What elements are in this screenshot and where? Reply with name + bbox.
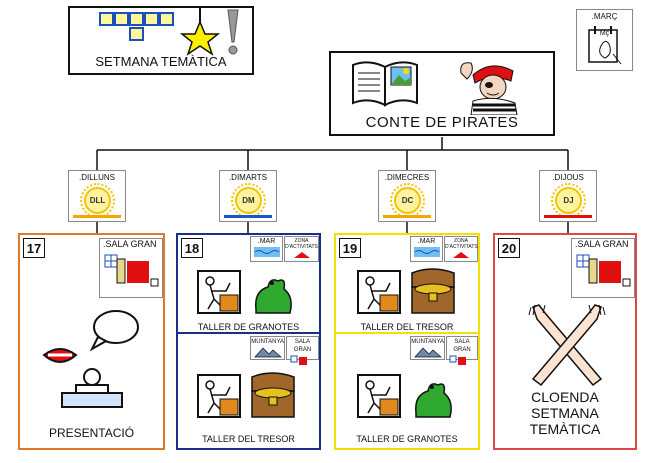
workshop-treasure-icon: [197, 372, 295, 418]
day-label: .DILLUNS: [78, 173, 115, 182]
sea-icon: [253, 247, 280, 257]
activity-label: TALLER DE GRANOTES: [356, 434, 458, 444]
zone-tag-label: ZONA D'ACTIVITATS: [445, 238, 478, 250]
day-abbr: DLL: [89, 196, 106, 205]
activity-label: PRESENTACIÓ: [48, 426, 135, 440]
month-abbr: Mç: [599, 30, 610, 37]
zone-tag: ZONA D'ACTIVITATS: [284, 236, 319, 262]
day-number: 20: [498, 238, 520, 258]
location-tag: .MAR: [250, 236, 283, 262]
crossed-arms-icon: [528, 304, 606, 387]
workshop-frog-icon: [357, 374, 452, 418]
workshop-treasure-icon: [357, 268, 455, 314]
book-icon: [352, 61, 418, 107]
room-icon: [290, 355, 307, 365]
story-box: CONTE DE PIRATES: [329, 51, 555, 136]
mountain-icon: [253, 347, 282, 358]
mountain-icon: [413, 347, 442, 358]
day-number: 19: [339, 238, 361, 258]
title-text: SETMANA TEMÀTICA: [95, 54, 227, 69]
sea-icon: [413, 247, 440, 257]
sun-icon: DLL: [80, 183, 115, 218]
day-card-dijous: .DIJOUS DJ: [539, 170, 597, 222]
day-label: .DIMARTS: [228, 173, 268, 182]
sun-icon: DM: [231, 183, 266, 218]
room-tag-label: .SALA GRAN: [575, 239, 629, 249]
room-tag: SALA GRAN: [286, 336, 319, 365]
zone-icon: [293, 252, 310, 258]
activity-label: TALLER DEL TRESOR: [360, 322, 454, 332]
zone-tag: ZONA D'ACTIVITATS: [444, 236, 478, 262]
day-column-17: 17 .SALA GRAN PRESENTACIÓ: [18, 233, 165, 450]
location-tag-label: MUNTANYA: [251, 339, 284, 345]
room-tag-label: .SALA GRAN: [103, 239, 157, 249]
closing-line: CLOENDA: [531, 389, 599, 405]
sun-icon: DJ: [551, 183, 586, 218]
room-tag: SALA GRAN: [446, 336, 478, 365]
month-card: .MARÇ Mç: [576, 9, 633, 71]
day-color-bar: [383, 215, 431, 218]
day-label: .DIMECRES: [384, 173, 430, 182]
day-column-20: 20 .SALA GRAN CLOENDA SETMANA TEMÀTICA: [493, 233, 637, 450]
cell-divider: [336, 332, 478, 334]
day-abbr: DC: [401, 196, 414, 205]
location-tag: MUNTANYA: [250, 336, 285, 360]
closing-line: SETMANA: [531, 405, 599, 421]
day-color-bar: [544, 215, 592, 218]
room-icon: [449, 355, 466, 365]
day-color-bar: [73, 215, 121, 218]
location-tag: MUNTANYA: [410, 336, 445, 360]
room-tag: .SALA GRAN: [99, 238, 163, 298]
day-number: 17: [23, 238, 45, 258]
pirate-icon: [460, 62, 518, 115]
day-abbr: DJ: [563, 196, 574, 205]
day-color-bar: [224, 215, 272, 218]
day-abbr: DM: [242, 196, 255, 205]
zone-tag-label: ZONA D'ACTIVITATS: [285, 238, 318, 250]
calendar-days-icon: [99, 12, 174, 41]
day-label: .DIJOUS: [552, 173, 584, 182]
workshop-icon: [197, 270, 292, 314]
day-card-dilluns: .DILLUNS DLL: [68, 170, 126, 222]
cell-divider: [178, 332, 319, 334]
day-column-18: 18 .MAR ZONA D'ACTIVITATS TALLER DE GRAN…: [176, 233, 321, 450]
calendar-page-icon: [588, 26, 622, 65]
zone-icon: [453, 252, 469, 258]
day-card-dimarts: .DIMARTS DM: [219, 170, 277, 222]
month-label: .MARÇ: [591, 12, 618, 21]
room-tag-label: SALA GRAN: [453, 339, 471, 353]
location-tag-label: .MAR: [257, 238, 276, 245]
room-icon: [576, 254, 631, 287]
activity-label: TALLER DEL TRESOR: [202, 434, 295, 444]
day-number: 18: [181, 238, 203, 258]
room-tag: .SALA GRAN: [571, 238, 635, 298]
room-icon: [104, 254, 159, 287]
location-tag-label: .MAR: [417, 238, 436, 245]
day-card-dimecres: .DIMECRES DC: [378, 170, 436, 222]
room-tag-label: SALA GRAN: [293, 339, 312, 353]
star-exclamation-icon: [179, 8, 239, 56]
closing-line: TEMÀTICA: [529, 421, 601, 437]
title-box: SETMANA TEMÀTICA: [68, 6, 254, 75]
location-tag: .MAR: [410, 236, 443, 262]
presentation-icon: [42, 310, 139, 408]
location-tag-label: MUNTANYA: [411, 339, 444, 345]
story-title: CONTE DE PIRATES: [365, 114, 519, 131]
activity-label: TALLER DE GRANOTES: [197, 322, 300, 332]
day-column-19: 19 .MAR ZONA D'ACTIVITATS TALLER DEL TRE…: [334, 233, 480, 450]
closing-label: CLOENDA SETMANA TEMÀTICA: [495, 389, 635, 437]
sun-icon: DC: [390, 183, 425, 218]
